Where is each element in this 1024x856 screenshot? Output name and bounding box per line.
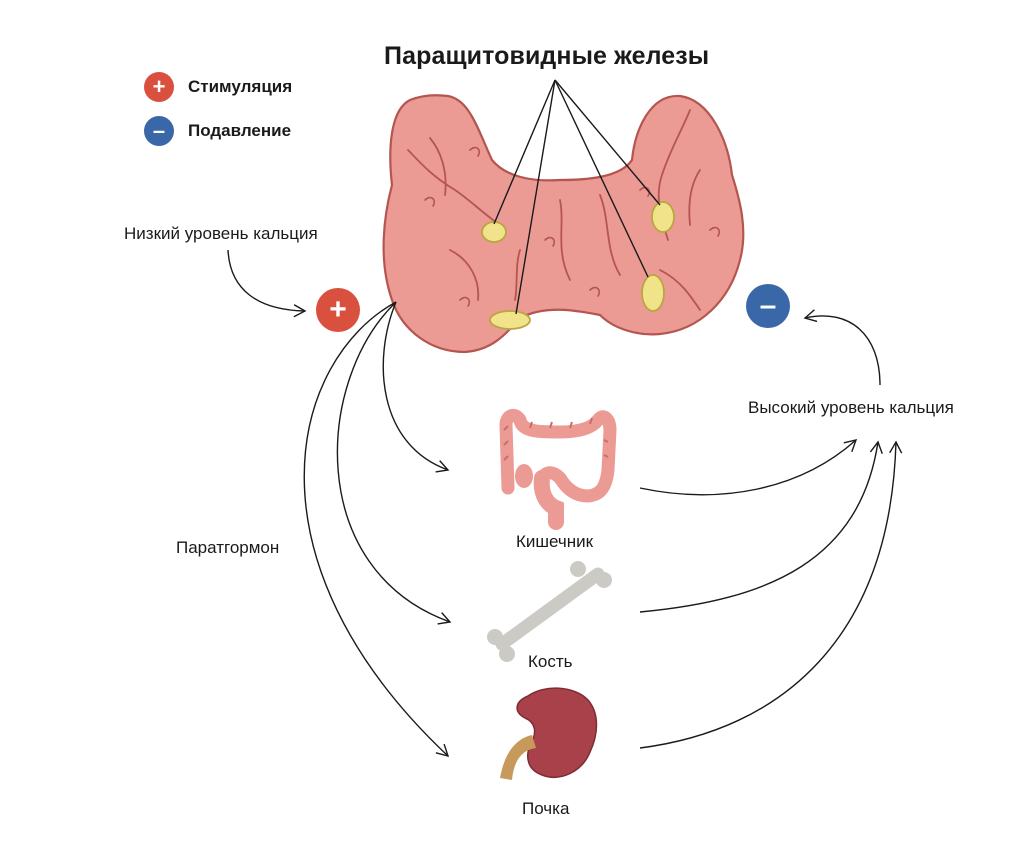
arrow-hormone-to-intestine — [382, 301, 450, 473]
inhibition-node-icon: – — [746, 284, 790, 328]
arrow-kidney-to-high-calcium — [639, 440, 903, 749]
thyroid-gland-illustration — [382, 94, 745, 354]
intestine-icon — [499, 408, 617, 530]
high-calcium-label: Высокий уровень кальция — [748, 398, 954, 417]
kidney-label: Почка — [522, 799, 570, 818]
parathyroid-gland-2 — [489, 310, 531, 330]
kidney-icon — [500, 687, 598, 780]
intestine-label: Кишечник — [516, 532, 594, 551]
title-pointer-lines — [493, 79, 661, 315]
inhibition-legend-label: Подавление — [188, 121, 292, 140]
parathyroid-gland-4 — [641, 274, 665, 312]
arrow-low-calcium-to-stimulation — [227, 249, 307, 318]
arrow-bone-to-high-calcium — [639, 440, 883, 613]
stimulation-legend-icon: + — [144, 72, 174, 102]
parathyroid-gland-3 — [651, 201, 675, 233]
arrow-high-calcium-to-inhibition — [803, 309, 881, 386]
parathyroid-gland-1 — [481, 221, 507, 243]
low-calcium-label: Низкий уровень кальция — [124, 224, 318, 243]
bone-icon — [487, 561, 612, 662]
arrow-intestine-to-high-calcium — [639, 439, 858, 496]
bone-label: Кость — [528, 652, 573, 671]
stimulation-legend-label: Стимуляция — [188, 77, 293, 96]
diagram-title: Паращитовидные железы — [384, 42, 710, 70]
inhibition-legend-icon: – — [144, 116, 174, 146]
stimulation-node-icon: + — [316, 288, 360, 332]
arrow-hormone-to-kidney — [303, 301, 450, 758]
legend-stimulation: + Стимуляция — [144, 72, 292, 102]
legend-inhibition: – Подавление — [144, 116, 291, 146]
hormone-label: Паратгормон — [176, 538, 280, 557]
arrow-hormone-to-bone — [336, 301, 452, 625]
